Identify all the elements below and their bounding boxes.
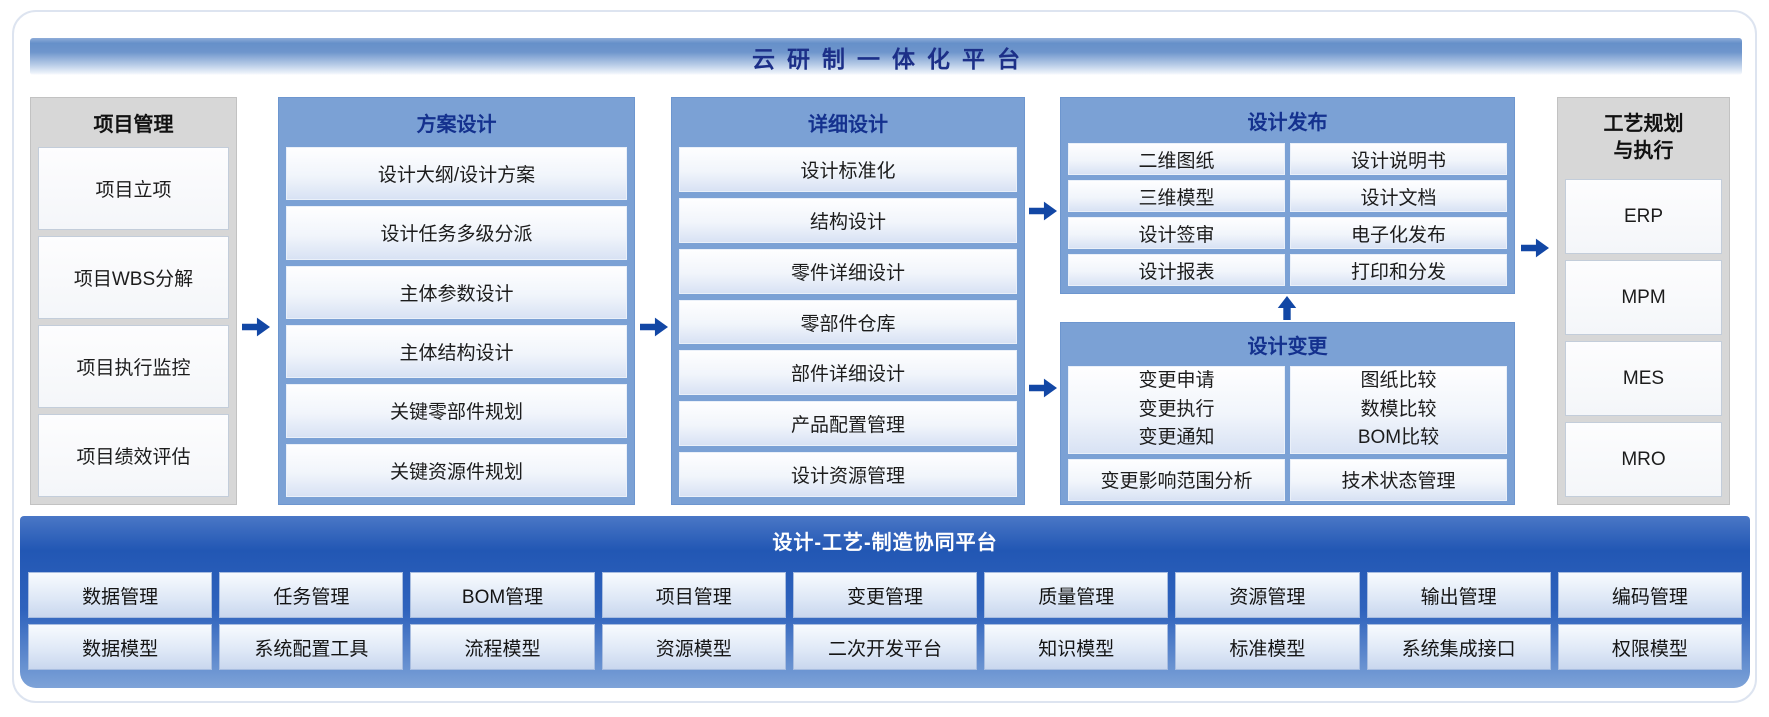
panel-project-header: 项目管理 xyxy=(93,114,174,136)
release-item: 设计报表 xyxy=(1068,254,1285,286)
panel-process-planning: 工艺规划 与执行 ERP MPM MES MRO xyxy=(1557,97,1730,505)
model-item: 知识模型 xyxy=(984,624,1169,670)
panel-release-header: 设计发布 xyxy=(1247,112,1328,134)
change-line: 图纸比较 xyxy=(1360,370,1437,391)
release-item: 打印和分发 xyxy=(1290,254,1507,286)
detail-item: 设计资源管理 xyxy=(679,452,1017,498)
detail-item: 设计标准化 xyxy=(679,147,1017,192)
project-item: 项目绩效评估 xyxy=(38,414,229,497)
module-item: 输出管理 xyxy=(1366,572,1551,618)
detail-item: 零件详细设计 xyxy=(679,248,1017,294)
scheme-item: 主体参数设计 xyxy=(286,265,627,319)
platform-models-row: 数据模型 系统配置工具 流程模型 资源模型 二次开发平台 知识模型 标准模型 系… xyxy=(28,624,1742,670)
module-item: BOM管理 xyxy=(410,572,595,618)
panel-process-header-line1: 工艺规划 xyxy=(1603,113,1684,135)
module-item: 编码管理 xyxy=(1557,572,1742,618)
collaboration-platform-rows: 数据管理 任务管理 BOM管理 项目管理 变更管理 质量管理 资源管理 输出管理… xyxy=(28,572,1742,670)
top-title-banner: 云研制一体化平台 xyxy=(30,38,1742,75)
panel-detail-design: 详细设计 设计标准化 结构设计 零件详细设计 零部件仓库 部件详细设计 产品配置… xyxy=(671,97,1025,505)
page-title: 云研制一体化平台 xyxy=(752,45,1032,72)
change-line: 变更执行 xyxy=(1138,398,1215,420)
flow-arrow-up-icon xyxy=(1277,296,1297,320)
process-item: MES xyxy=(1565,341,1722,416)
process-item: ERP xyxy=(1565,179,1722,254)
collaboration-platform-title: 设计-工艺-制造协同平台 xyxy=(772,532,998,554)
model-item: 流程模型 xyxy=(410,624,595,670)
module-item: 数据管理 xyxy=(28,572,213,618)
model-item: 数据模型 xyxy=(28,624,213,670)
module-item: 质量管理 xyxy=(984,572,1169,618)
flow-arrow-right-icon xyxy=(1029,378,1057,398)
module-item: 任务管理 xyxy=(219,572,404,618)
process-item: MRO xyxy=(1565,422,1722,497)
module-item: 变更管理 xyxy=(792,572,978,618)
release-item: 三维模型 xyxy=(1068,180,1285,212)
module-item: 资源管理 xyxy=(1175,572,1360,618)
scheme-item: 关键资源件规划 xyxy=(286,443,627,497)
model-item: 权限模型 xyxy=(1557,624,1742,670)
model-item: 标准模型 xyxy=(1175,624,1360,670)
collaboration-platform-section: 设计-工艺-制造协同平台 数据管理 任务管理 BOM管理 项目管理 变更管理 质… xyxy=(20,516,1750,688)
scheme-item: 关键零部件规划 xyxy=(286,384,627,438)
project-item: 项目立项 xyxy=(38,147,229,230)
model-item: 系统配置工具 xyxy=(219,624,404,670)
change-item-group: 图纸比较 数模比较 BOM比较 xyxy=(1290,366,1507,454)
panel-process-header-line2: 与执行 xyxy=(1613,140,1674,162)
change-item-group: 变更申请 变更执行 变更通知 xyxy=(1068,366,1285,454)
flow-arrow-right-icon xyxy=(242,317,270,337)
change-item: 技术状态管理 xyxy=(1290,458,1507,501)
detail-item: 部件详细设计 xyxy=(679,350,1017,396)
model-item: 二次开发平台 xyxy=(792,624,978,670)
panel-scheme-design: 方案设计 设计大纲/设计方案 设计任务多级分派 主体参数设计 主体结构设计 关键… xyxy=(278,97,635,505)
detail-item: 产品配置管理 xyxy=(679,401,1017,447)
flow-arrow-right-icon xyxy=(1029,201,1057,221)
change-item: 变更影响范围分析 xyxy=(1068,458,1285,501)
project-item: 项目执行监控 xyxy=(38,325,229,408)
process-item: MPM xyxy=(1565,260,1722,335)
scheme-item: 设计大纲/设计方案 xyxy=(286,147,627,201)
detail-item: 零部件仓库 xyxy=(679,299,1017,345)
panel-change-header: 设计变更 xyxy=(1247,336,1328,358)
release-grid: 二维图纸 设计说明书 三维模型 设计文档 设计签审 电子化发布 设计报表 打印和… xyxy=(1068,143,1507,286)
change-line: 变更申请 xyxy=(1138,370,1215,391)
scheme-item: 主体结构设计 xyxy=(286,324,627,379)
change-grid: 变更申请 变更执行 变更通知 图纸比较 数模比较 BOM比较 变更影响范围分析 … xyxy=(1068,366,1507,501)
panel-detail-header: 详细设计 xyxy=(808,114,888,136)
panel-scheme-header: 方案设计 xyxy=(416,114,497,136)
release-item: 设计文档 xyxy=(1290,180,1507,212)
release-item: 设计签审 xyxy=(1068,217,1285,249)
panel-design-change: 设计变更 变更申请 变更执行 变更通知 图纸比较 数模比较 BOM比较 变更影响… xyxy=(1060,322,1515,505)
change-line: 变更通知 xyxy=(1138,427,1215,448)
project-item: 项目WBS分解 xyxy=(38,236,229,319)
change-line: 数模比较 xyxy=(1360,398,1437,420)
change-line: BOM比较 xyxy=(1357,427,1440,448)
panel-design-release: 设计发布 二维图纸 设计说明书 三维模型 设计文档 设计签审 电子化发布 设计报… xyxy=(1060,97,1515,294)
detail-item: 结构设计 xyxy=(679,197,1017,243)
panel-process-header: 工艺规划 与执行 xyxy=(1565,105,1722,173)
flow-arrow-right-icon xyxy=(1521,238,1549,258)
platform-modules-row: 数据管理 任务管理 BOM管理 项目管理 变更管理 质量管理 资源管理 输出管理… xyxy=(28,572,1742,618)
model-item: 资源模型 xyxy=(601,624,786,670)
module-item: 项目管理 xyxy=(601,572,786,618)
release-item: 设计说明书 xyxy=(1290,143,1507,175)
flow-arrow-right-icon xyxy=(640,317,668,337)
panel-project-management: 项目管理 项目立项 项目WBS分解 项目执行监控 项目绩效评估 xyxy=(30,97,237,505)
release-item: 二维图纸 xyxy=(1068,143,1285,175)
scheme-item: 设计任务多级分派 xyxy=(286,206,627,260)
release-item: 电子化发布 xyxy=(1290,217,1507,249)
model-item: 系统集成接口 xyxy=(1366,624,1551,670)
